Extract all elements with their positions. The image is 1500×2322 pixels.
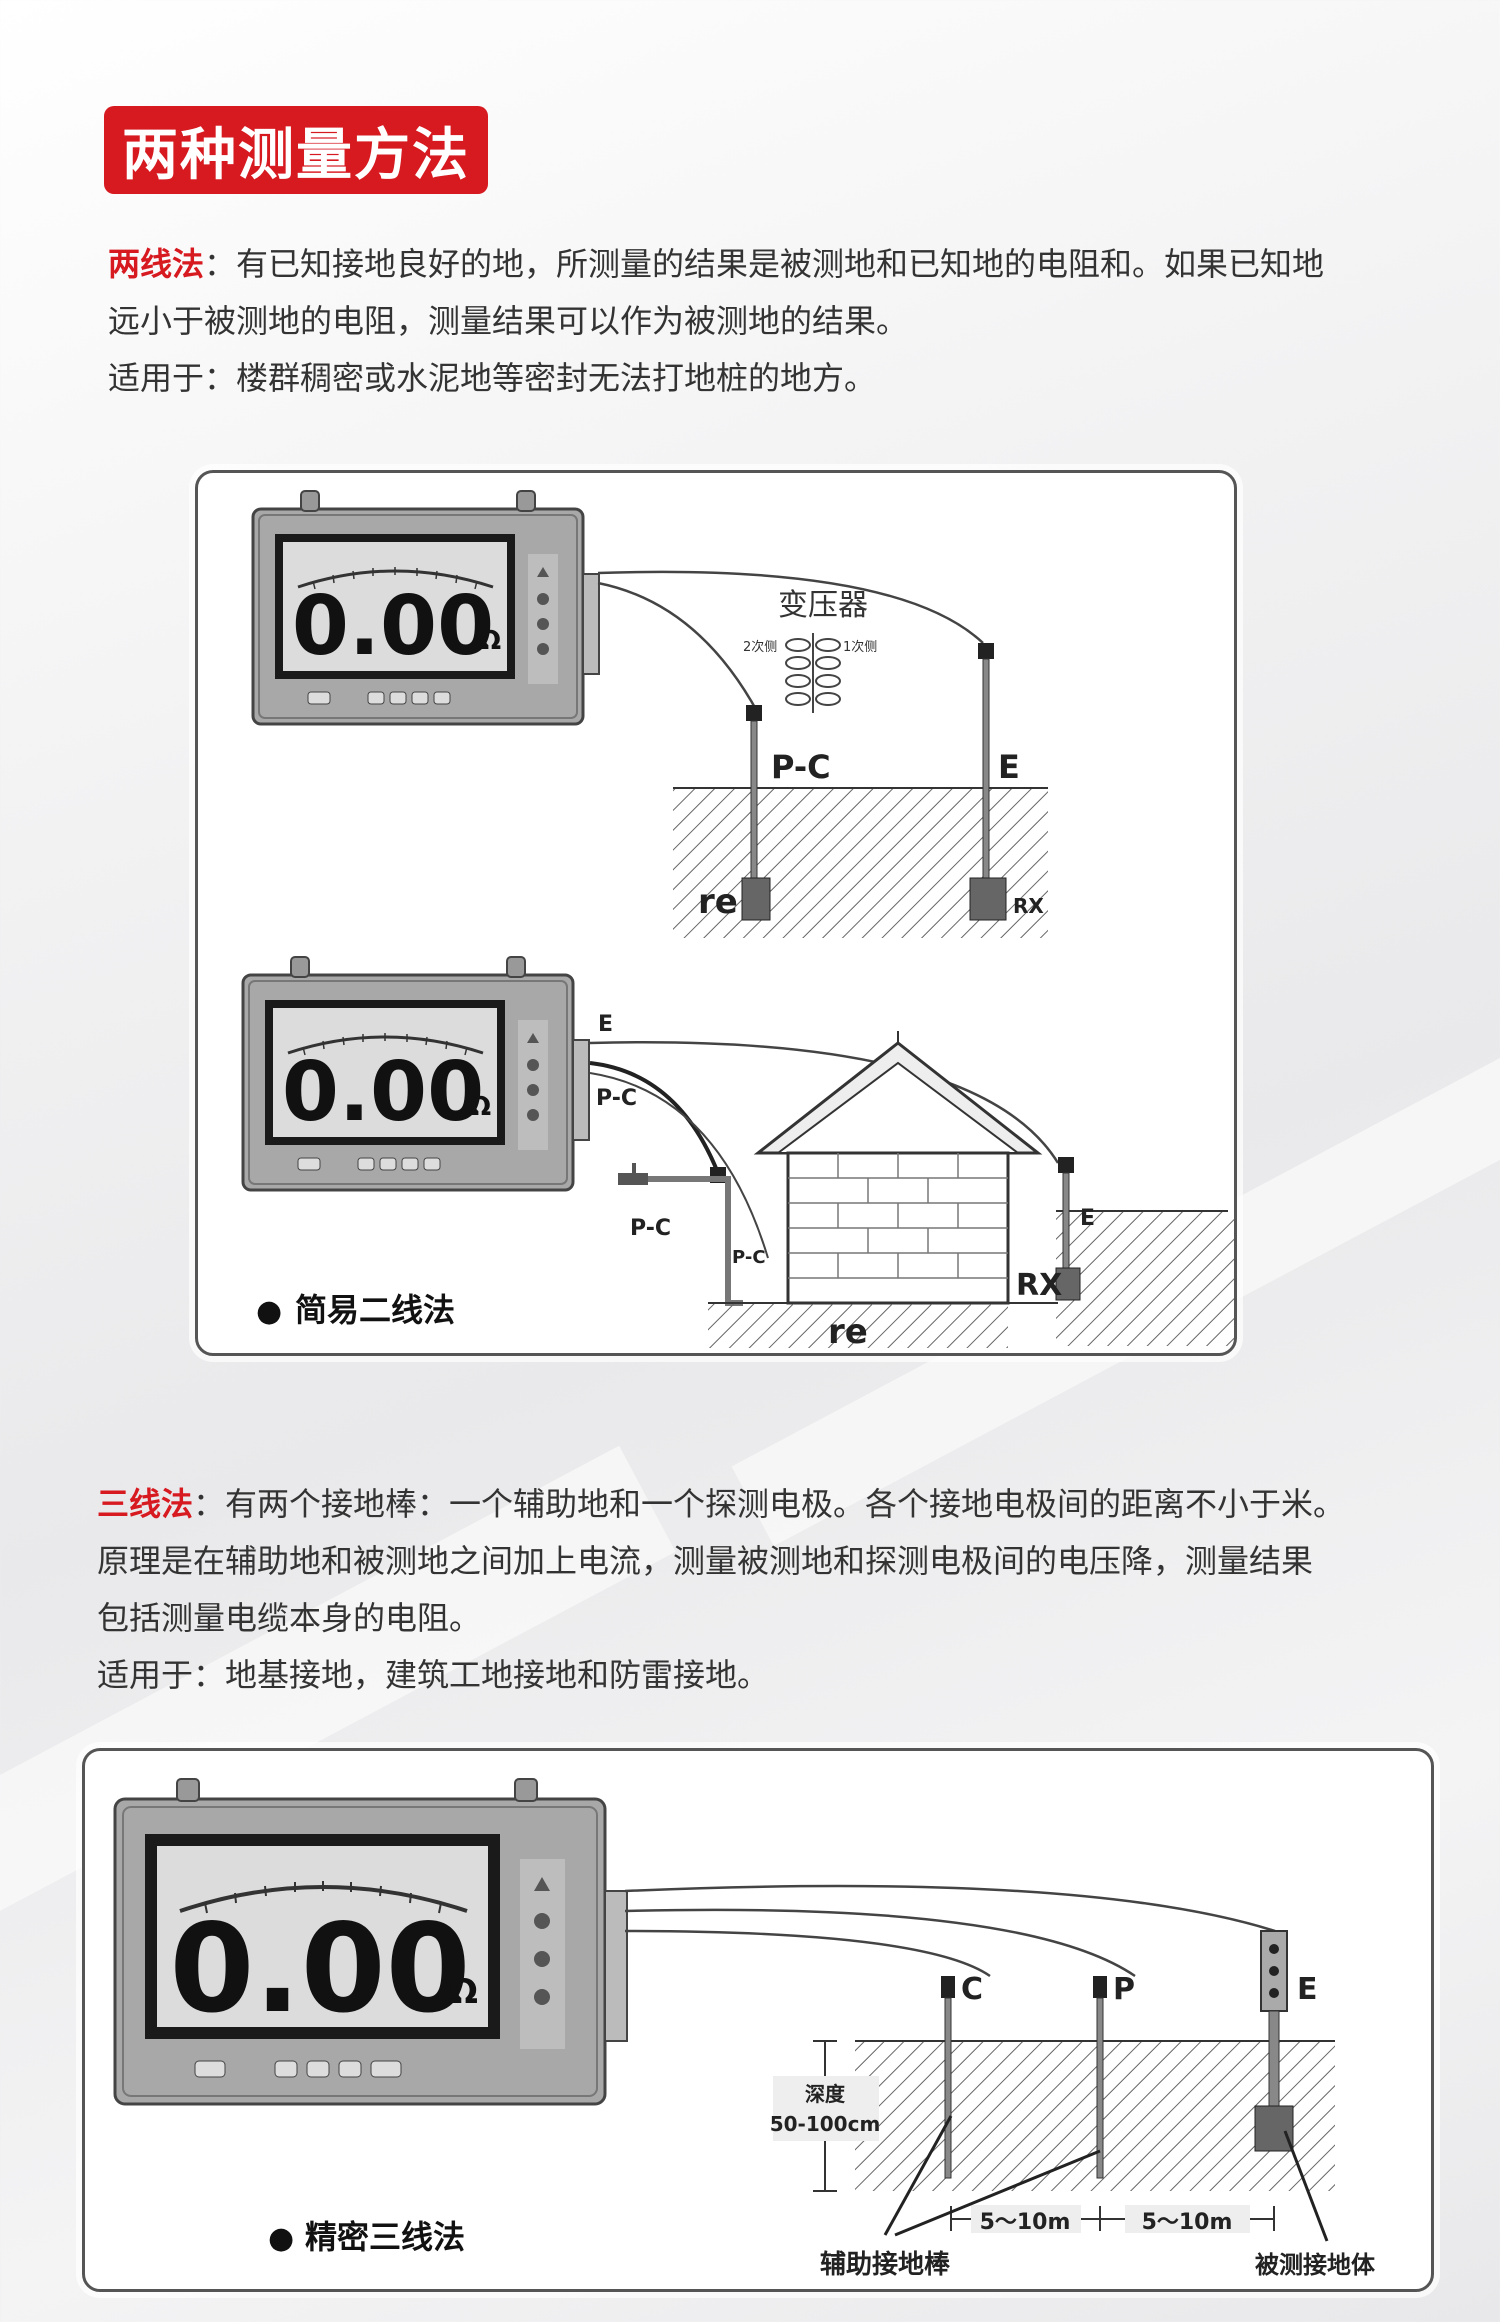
caption-bullet-1: ● [256, 1294, 282, 1329]
meter-3: 0.00 Ω [113, 1778, 628, 2106]
meter-2-reading: 0.00 [282, 1045, 484, 1140]
re-label-2: re [828, 1312, 868, 1352]
meter-3-unit: Ω [449, 1972, 478, 2012]
two-wire-description: 两线法：有已知接地良好的地，所测量的结果是被测地和已知地的电阻和。如果已知地 远… [108, 236, 1324, 407]
transformer-label: 变压器 [778, 588, 868, 623]
three-wire-diagram: 0.00 Ω C P E 深度 50-100cm 5～10m 5～1 [113, 1778, 1376, 2280]
two-wire-diagrams: 0.00 Ω 变压器 2次侧 1次侧 P-C E re RX 0.00 Ω E … [241, 489, 1236, 1352]
three-wire-description: 三线法：有两个接地棒：一个辅助地和一个探测电极。各个接地电极间的距离不小于米。 … [97, 1476, 1345, 1704]
three-wire-line2: 原理是在辅助地和被测地之间加上电流，测量被测地和探测电极间的电压降，测量结果 [97, 1542, 1314, 1580]
two-wire-line2: 远小于被测地的电阻，测量结果可以作为被测地的结果。 [108, 302, 909, 340]
meter-1-unit: Ω [479, 626, 501, 656]
depth-value: 50-100cm [770, 2112, 881, 2136]
depth-label: 深度 [805, 2082, 846, 2106]
three-wire-label: 三线法 [97, 1485, 194, 1523]
re-label-1: re [698, 882, 738, 922]
distance-c-p: 5～10m [980, 2210, 1071, 2235]
three-wire-line3: 包括测量电缆本身的电阻。 [97, 1599, 482, 1637]
e-label-1: E [998, 748, 1020, 786]
caption-simple-two-wire: 简易二线法 [295, 1291, 455, 1329]
meter-1: 0.00 Ω [251, 489, 601, 726]
section-title: 两种测量方法 [104, 106, 488, 194]
rx-label-1: RX [1013, 894, 1044, 918]
meter-2-unit: Ω [469, 1092, 491, 1122]
aux-rods-label: 辅助接地棒 [820, 2250, 951, 2280]
two-wire-diagram-panel: 0.00 Ω 变压器 2次侧 1次侧 P-C E re RX 0.00 Ω E … [195, 470, 1237, 1356]
caption-bullet-2: ● [268, 2221, 294, 2256]
caption-precise-three-wire: 精密三线法 [305, 2218, 465, 2256]
pc-terminal-label-2: P-C [596, 1086, 637, 1111]
three-wire-applies: 适用于：地基接地，建筑工地接地和防雷接地。 [97, 1656, 770, 1694]
rx-label-2: RX [1016, 1268, 1062, 1303]
e-terminal-label-2: E [598, 1012, 613, 1037]
house [753, 1031, 1043, 1305]
pc-house-label: P-C [732, 1247, 766, 1268]
pc-label-1: P-C [771, 748, 831, 786]
secondary-label: 2次侧 [743, 639, 777, 655]
three-wire-line1: 三线法：有两个接地棒：一个辅助地和一个探测电极。各个接地电极间的距离不小于米。 [97, 1485, 1346, 1523]
primary-label: 1次侧 [843, 639, 877, 655]
e-label-2: E [1080, 1206, 1095, 1231]
meter-3-reading: 0.00 [169, 1898, 470, 2040]
meter-1-reading: 0.00 [292, 579, 494, 674]
e-label-3: E [1297, 1972, 1318, 2007]
p-label: P [1113, 1972, 1135, 2007]
tested-body-label: 被测接地体 [1255, 2251, 1376, 2279]
meter-2: 0.00 Ω [241, 955, 591, 1192]
three-wire-diagram-panel: 0.00 Ω C P E 深度 50-100cm 5～10m 5～1 [82, 1748, 1434, 2292]
two-wire-line1: 两线法：有已知接地良好的地，所测量的结果是被测地和已知地的电阻和。如果已知地 [108, 245, 1325, 283]
two-wire-label: 两线法 [108, 245, 205, 283]
c-label: C [961, 1972, 983, 2007]
two-wire-applies: 适用于：楼群稠密或水泥地等密封无法打地桩的地方。 [108, 359, 877, 397]
distance-p-e: 5～10m [1142, 2210, 1233, 2235]
transformer-coils [785, 633, 841, 713]
pc-faucet-label: P-C [630, 1216, 671, 1241]
